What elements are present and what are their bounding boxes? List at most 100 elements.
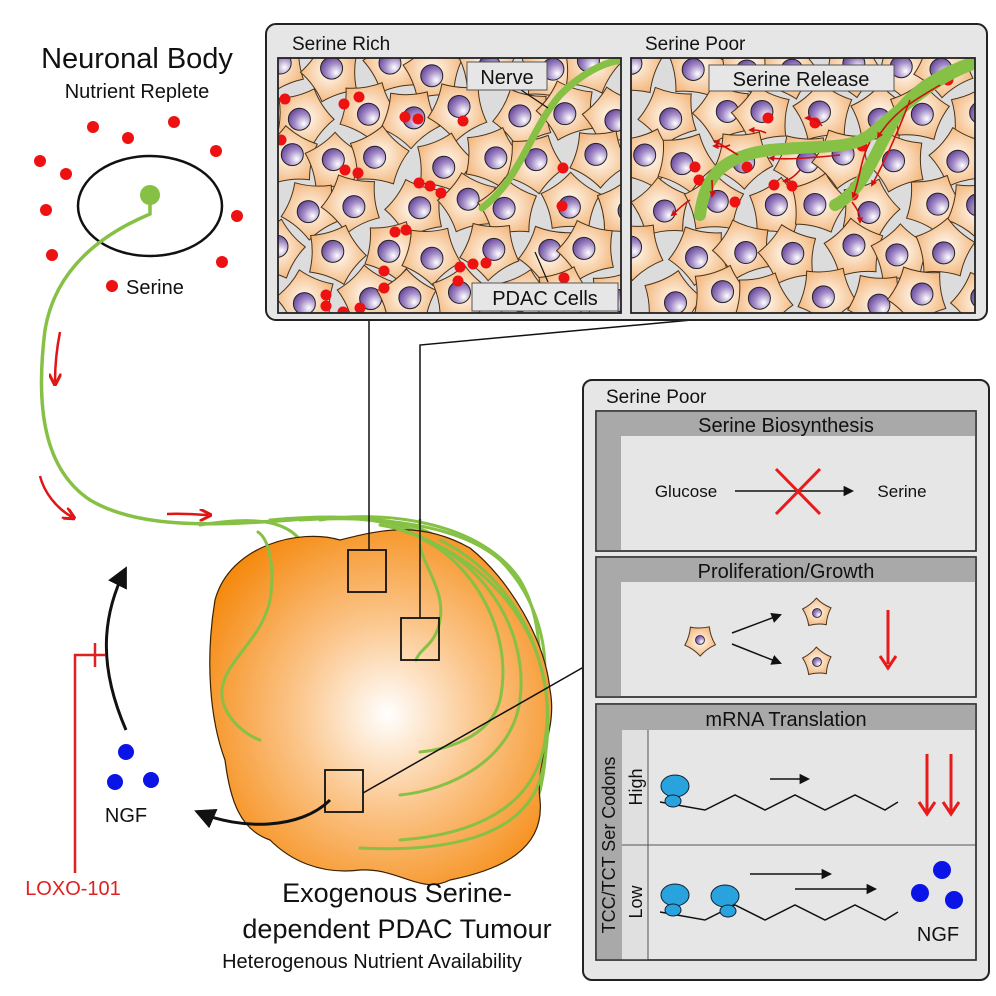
ngf-dot: [118, 744, 134, 760]
serine-rich-title: Serine Rich: [292, 34, 390, 55]
cell-nucleus: [910, 282, 934, 306]
cell-nucleus: [456, 187, 480, 211]
release-arrow: [851, 141, 871, 199]
cell-nucleus: [342, 195, 366, 219]
serine-dot: [424, 180, 436, 192]
release-arrow: [713, 140, 739, 156]
cell-nucleus: [812, 657, 822, 667]
serine-dot: [210, 145, 222, 157]
release-arrow: [851, 201, 864, 224]
release-arrow: [804, 114, 823, 127]
serine-dots-rich: [278, 91, 570, 313]
serine-dot: [400, 224, 412, 236]
nutrient-replete-subtitle: Nutrient Replete: [65, 81, 210, 103]
cell-nucleus: [664, 291, 688, 313]
serine-dot: [353, 91, 365, 103]
top-inset-panel: Serine Rich Serine Poor Nerve PDAC Cells…: [265, 23, 988, 321]
serine-dot: [693, 174, 705, 186]
serine-dot: [354, 302, 366, 313]
pdac-cell: [946, 184, 975, 238]
cell-nucleus: [681, 58, 705, 81]
neuronal-body-title: Neuronal Body: [41, 43, 233, 75]
row-label-high: High: [626, 768, 646, 805]
release-arrow: [748, 126, 767, 134]
ngf-signaling: NGF LOXO-101: [25, 566, 332, 900]
cell-nucleus: [278, 58, 292, 75]
cell-nucleus: [969, 102, 975, 123]
tumour-title-line2: dependent PDAC Tumour: [242, 914, 551, 944]
cell-nucleus: [377, 239, 401, 263]
pdac-cell: [278, 218, 307, 279]
ngf-dot: [911, 884, 929, 902]
cell-nucleus: [398, 286, 422, 310]
neuronal-body-section: Neuronal Body Nutrient Replete Serine: [34, 43, 243, 299]
ngf-product-label: NGF: [917, 924, 959, 946]
serine-dot: [60, 168, 72, 180]
cell-nucleus: [287, 107, 311, 131]
serine-dot: [46, 249, 58, 261]
cell-nucleus: [747, 286, 771, 310]
cell-nucleus: [631, 58, 643, 75]
cell-nucleus: [420, 246, 444, 270]
translation-box: mRNA Translation TCC/TCT Ser Codons High…: [595, 703, 977, 961]
release-arrow: [876, 84, 941, 139]
cell-nucleus: [685, 246, 709, 270]
flow-arrow-1: [55, 331, 60, 382]
cell-nucleus: [484, 146, 508, 170]
flow-arrow-3: [166, 514, 208, 515]
nerve-label: Nerve: [480, 67, 533, 89]
tumour-subtitle: Heterogenous Nutrient Availability: [222, 951, 522, 973]
cell-nucleus: [447, 94, 471, 118]
cell-nucleus: [321, 148, 345, 172]
cell-nucleus: [734, 241, 758, 265]
pdac-cell: [631, 224, 664, 282]
cell-nucleus: [966, 193, 975, 217]
release-arrow: [712, 142, 731, 150]
cell-nucleus: [711, 280, 735, 304]
serine-dot: [412, 113, 424, 125]
row-label-low: Low: [626, 884, 646, 918]
serine-legend-dot: [106, 280, 118, 292]
pdac-cell: [950, 91, 975, 140]
serine-dot: [457, 115, 469, 127]
proliferation-box: Proliferation/Growth: [595, 556, 977, 698]
cell-nucleus: [292, 292, 316, 313]
ribosome-icon: [710, 884, 740, 908]
serine-dot: [768, 179, 780, 191]
sample-box-ngf-source: [324, 769, 364, 813]
cell-nucleus: [764, 193, 788, 217]
release-arrow: [871, 99, 911, 187]
cell-nucleus: [857, 200, 881, 224]
cell-nucleus: [781, 241, 805, 265]
cell-nucleus: [803, 192, 827, 216]
serine-dot: [122, 132, 134, 144]
serine-dot: [338, 98, 350, 110]
cell-nucleus: [572, 236, 596, 260]
right-panel-title: Serine Poor: [606, 387, 707, 408]
neuron-cell-body: [76, 154, 224, 258]
serine-dot: [40, 204, 52, 216]
serine-dot: [352, 167, 364, 179]
serine-dot: [435, 187, 447, 199]
cell-nucleus: [659, 107, 683, 131]
loxo-inhibition-line: [73, 643, 105, 873]
cell-nucleus: [926, 192, 950, 216]
serine-dot: [168, 116, 180, 128]
serine-dot: [786, 180, 798, 192]
pdac-cells-label: PDAC Cells: [492, 288, 598, 310]
serine-release-arrows: [670, 84, 941, 224]
codon-axis-label: TCC/TCT Ser Codons: [599, 757, 619, 934]
release-arrow: [670, 199, 691, 217]
release-arrow: [782, 169, 801, 184]
cell-nucleus: [508, 104, 532, 128]
serine-dot: [34, 155, 46, 167]
cell-nucleus: [812, 608, 822, 618]
serine-dot: [558, 272, 570, 284]
cell-nucleus: [432, 155, 456, 179]
ngf-release-arrow: [194, 798, 332, 829]
cell-nucleus: [408, 196, 432, 220]
connector-serine-poor: [419, 309, 801, 618]
serine-dot: [741, 161, 753, 173]
ngf-to-nerve-arrow: [104, 566, 128, 731]
